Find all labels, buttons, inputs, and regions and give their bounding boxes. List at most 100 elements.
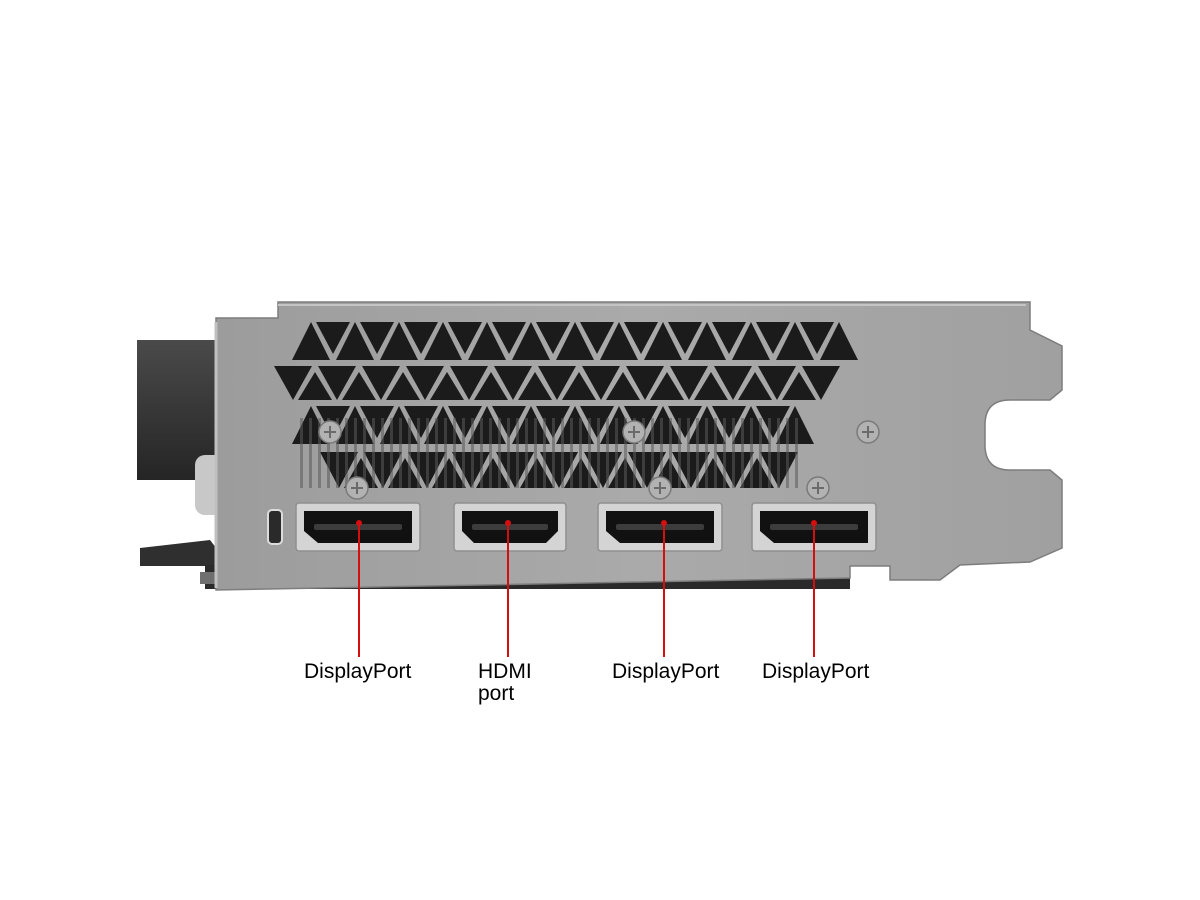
heatsink-fin <box>498 418 501 488</box>
heatsink-fin <box>480 418 483 488</box>
heatsink-fin <box>534 418 537 488</box>
callout-dot <box>356 520 362 526</box>
heatsink-fin <box>588 418 591 488</box>
heatsink-fin <box>462 418 465 488</box>
vent-triangle <box>802 366 840 400</box>
vent-triangle <box>670 366 708 400</box>
heatsink-fin <box>606 418 609 488</box>
heatsink-fin <box>372 418 375 488</box>
vent-triangle <box>494 366 532 400</box>
heatsink-fin <box>363 418 366 488</box>
vent-triangle <box>448 322 482 354</box>
heatsink-fin <box>444 418 447 488</box>
callout-dot <box>505 520 511 526</box>
vent-triangle <box>380 322 418 360</box>
vent-triangle <box>756 322 790 354</box>
vent-triangle <box>274 366 312 400</box>
heatsink-fin <box>561 418 564 488</box>
heatsink-fin <box>624 418 627 488</box>
vent-triangle <box>430 372 464 400</box>
vent-triangle <box>626 366 664 400</box>
vent-triangle <box>386 372 420 400</box>
vent-triangle <box>292 322 330 360</box>
vent-triangle <box>556 322 594 360</box>
vent-triangle <box>536 322 570 354</box>
heatsink-fin <box>453 418 456 488</box>
heatsink-fin <box>336 418 339 488</box>
heatsink-fin <box>300 418 303 488</box>
vent-triangle <box>406 366 444 400</box>
heatsink-fin <box>426 418 429 488</box>
screw-head-icon <box>648 476 672 500</box>
heatsink-fin <box>768 418 771 488</box>
heatsink-fin <box>354 418 357 488</box>
vent-triangle <box>556 406 594 444</box>
vent-triangle <box>298 372 332 400</box>
vent-triangle <box>450 366 488 400</box>
heatsink-fin <box>642 418 645 488</box>
heatsink-fin <box>732 418 735 488</box>
vent-triangle <box>650 372 684 400</box>
heatsink-fin <box>381 418 384 488</box>
vent-triangle <box>694 372 728 400</box>
heatsink-fin <box>651 418 654 488</box>
heatsink-fin <box>309 418 312 488</box>
callout-label-hdmi: HDMI port <box>478 660 532 705</box>
vent-triangle <box>518 372 552 400</box>
vent-triangle <box>712 406 746 438</box>
vent-triangle <box>606 372 640 400</box>
heatsink-fin <box>435 418 438 488</box>
displayport-connector-icon <box>597 502 723 552</box>
vent-triangle <box>740 458 774 488</box>
heatsink-fin <box>345 418 348 488</box>
vent-triangle <box>776 322 814 360</box>
heatsink-fin <box>687 418 690 488</box>
vent-grid <box>274 322 858 488</box>
callout-dot <box>811 520 817 526</box>
vent-triangle <box>538 366 576 400</box>
callout-label-displayport-2: DisplayPort <box>612 660 720 683</box>
vent-triangle <box>540 452 578 488</box>
vent-triangle <box>688 322 726 360</box>
heatsink-fin <box>741 418 744 488</box>
vent-triangle <box>800 322 834 354</box>
vent-triangle <box>432 458 466 488</box>
vent-triangle <box>474 372 508 400</box>
vent-triangle <box>584 452 622 488</box>
heatsink-fin <box>327 418 330 488</box>
vent-triangle <box>628 452 666 488</box>
vent-triangle <box>388 458 422 488</box>
vent-triangle <box>492 322 526 354</box>
bracket-screws <box>318 420 880 500</box>
vent-triangle <box>362 366 400 400</box>
vent-triangle <box>404 406 438 438</box>
heatsink-fin <box>795 418 798 488</box>
vent-triangle <box>696 458 730 488</box>
vent-triangle <box>360 406 394 438</box>
heatsink-fin <box>408 418 411 488</box>
vent-triangle <box>342 372 376 400</box>
bracket-slot <box>267 509 283 545</box>
heatsink-fin <box>417 418 420 488</box>
vent-triangle <box>468 322 506 360</box>
heatsink-fin <box>678 418 681 488</box>
vent-triangle <box>562 372 596 400</box>
vent-triangle <box>512 406 550 444</box>
vent-triangle <box>580 322 614 354</box>
vent-triangle <box>782 372 816 400</box>
heatsink-fin <box>552 418 555 488</box>
heatsink-fin <box>570 418 573 488</box>
vent-triangle <box>318 366 356 400</box>
vent-triangle <box>316 322 350 354</box>
callout-lines <box>356 520 817 657</box>
heatsink-fin <box>750 418 753 488</box>
vent-triangle <box>758 366 796 400</box>
heatsink-fin <box>777 418 780 488</box>
vent-triangle <box>404 322 438 354</box>
heatsink-fin <box>597 418 600 488</box>
vent-triangle <box>820 322 858 360</box>
vent-triangle <box>712 322 746 354</box>
heatsink-fin <box>759 418 762 488</box>
heatsink-fin <box>786 418 789 488</box>
vent-triangle <box>360 322 394 354</box>
